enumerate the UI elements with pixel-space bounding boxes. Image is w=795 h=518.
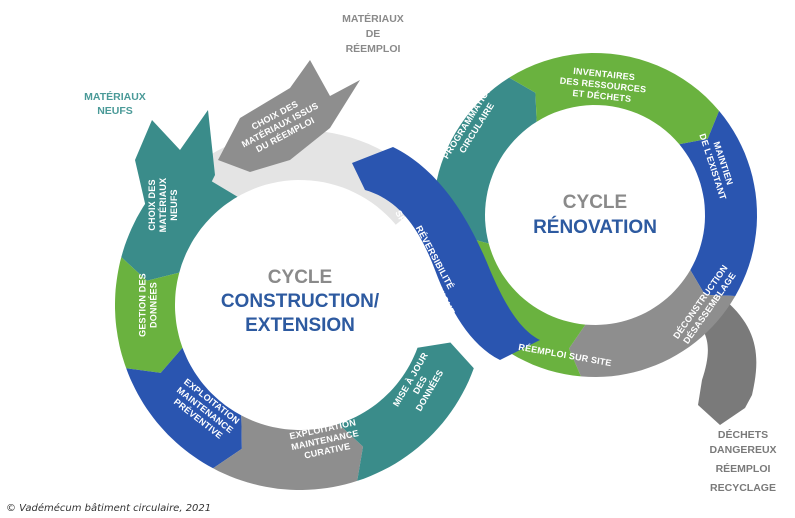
construction-segment-exploitation-preventive xyxy=(126,347,242,469)
sorties-line: RÉEMPLOI xyxy=(716,462,771,475)
renovation-segment-inventaires xyxy=(509,53,720,145)
renovation-cycle-title-main: RÉNOVATION xyxy=(533,216,657,238)
construction-segment-gestion-donnees xyxy=(115,257,183,373)
sorties-label: DÉCHETS DANGEREUX RÉEMPLOI RECYCLAGE xyxy=(709,428,776,494)
construction-segment-mise-a-jour-donnees xyxy=(338,342,474,481)
construction-segment-exploitation-curative xyxy=(213,415,363,490)
label-choix-materiaux-neufs-line: CHOIX DES xyxy=(147,179,157,230)
label-gestion-donnees-line: GESTION DES xyxy=(138,273,148,337)
materiaux-reemploi-line: RÉEMPLOI xyxy=(346,42,401,55)
construction-cycle-title-line1: CONSTRUCTION/ xyxy=(221,291,380,312)
materiaux-neufs-label: MATÉRIAUX NEUFS xyxy=(84,90,146,117)
construction-segment-reversibilite xyxy=(352,147,540,360)
sorties-line: DÉCHETS xyxy=(718,428,768,441)
sorties-line: DANGEREUX xyxy=(709,444,776,456)
materiaux-reemploi-label: MATÉRIAUX DE RÉEMPLOI xyxy=(342,12,404,55)
neufs-input-arrow xyxy=(135,110,215,225)
label-choix-materiaux-neufs-line: MATÉRIAUX xyxy=(158,178,168,233)
materiaux-neufs-line: NEUFS xyxy=(97,105,133,117)
construction-cycle-title-top: CYCLE xyxy=(268,267,332,288)
sorties-line: RECYCLAGE xyxy=(710,482,776,494)
materiaux-reemploi-line: DE xyxy=(366,28,381,40)
reemploi-input-arrow xyxy=(218,60,360,172)
renovation-cycle-title-top: CYCLE xyxy=(563,192,627,213)
label-gestion-donnees-line: DONNÉES xyxy=(149,282,159,328)
construction-cycle-title-line2: EXTENSION xyxy=(245,315,355,336)
credit-caption: © Vadémécum bâtiment circulaire, 2021 xyxy=(6,503,212,514)
materiaux-reemploi-line: MATÉRIAUX xyxy=(342,12,404,25)
materiaux-neufs-line: MATÉRIAUX xyxy=(84,90,146,103)
renovation-segment-deconstruction xyxy=(569,270,736,377)
label-choix-materiaux-neufs-line: NEUFS xyxy=(169,189,179,221)
renovation-segment-maintien-existant xyxy=(679,110,757,297)
